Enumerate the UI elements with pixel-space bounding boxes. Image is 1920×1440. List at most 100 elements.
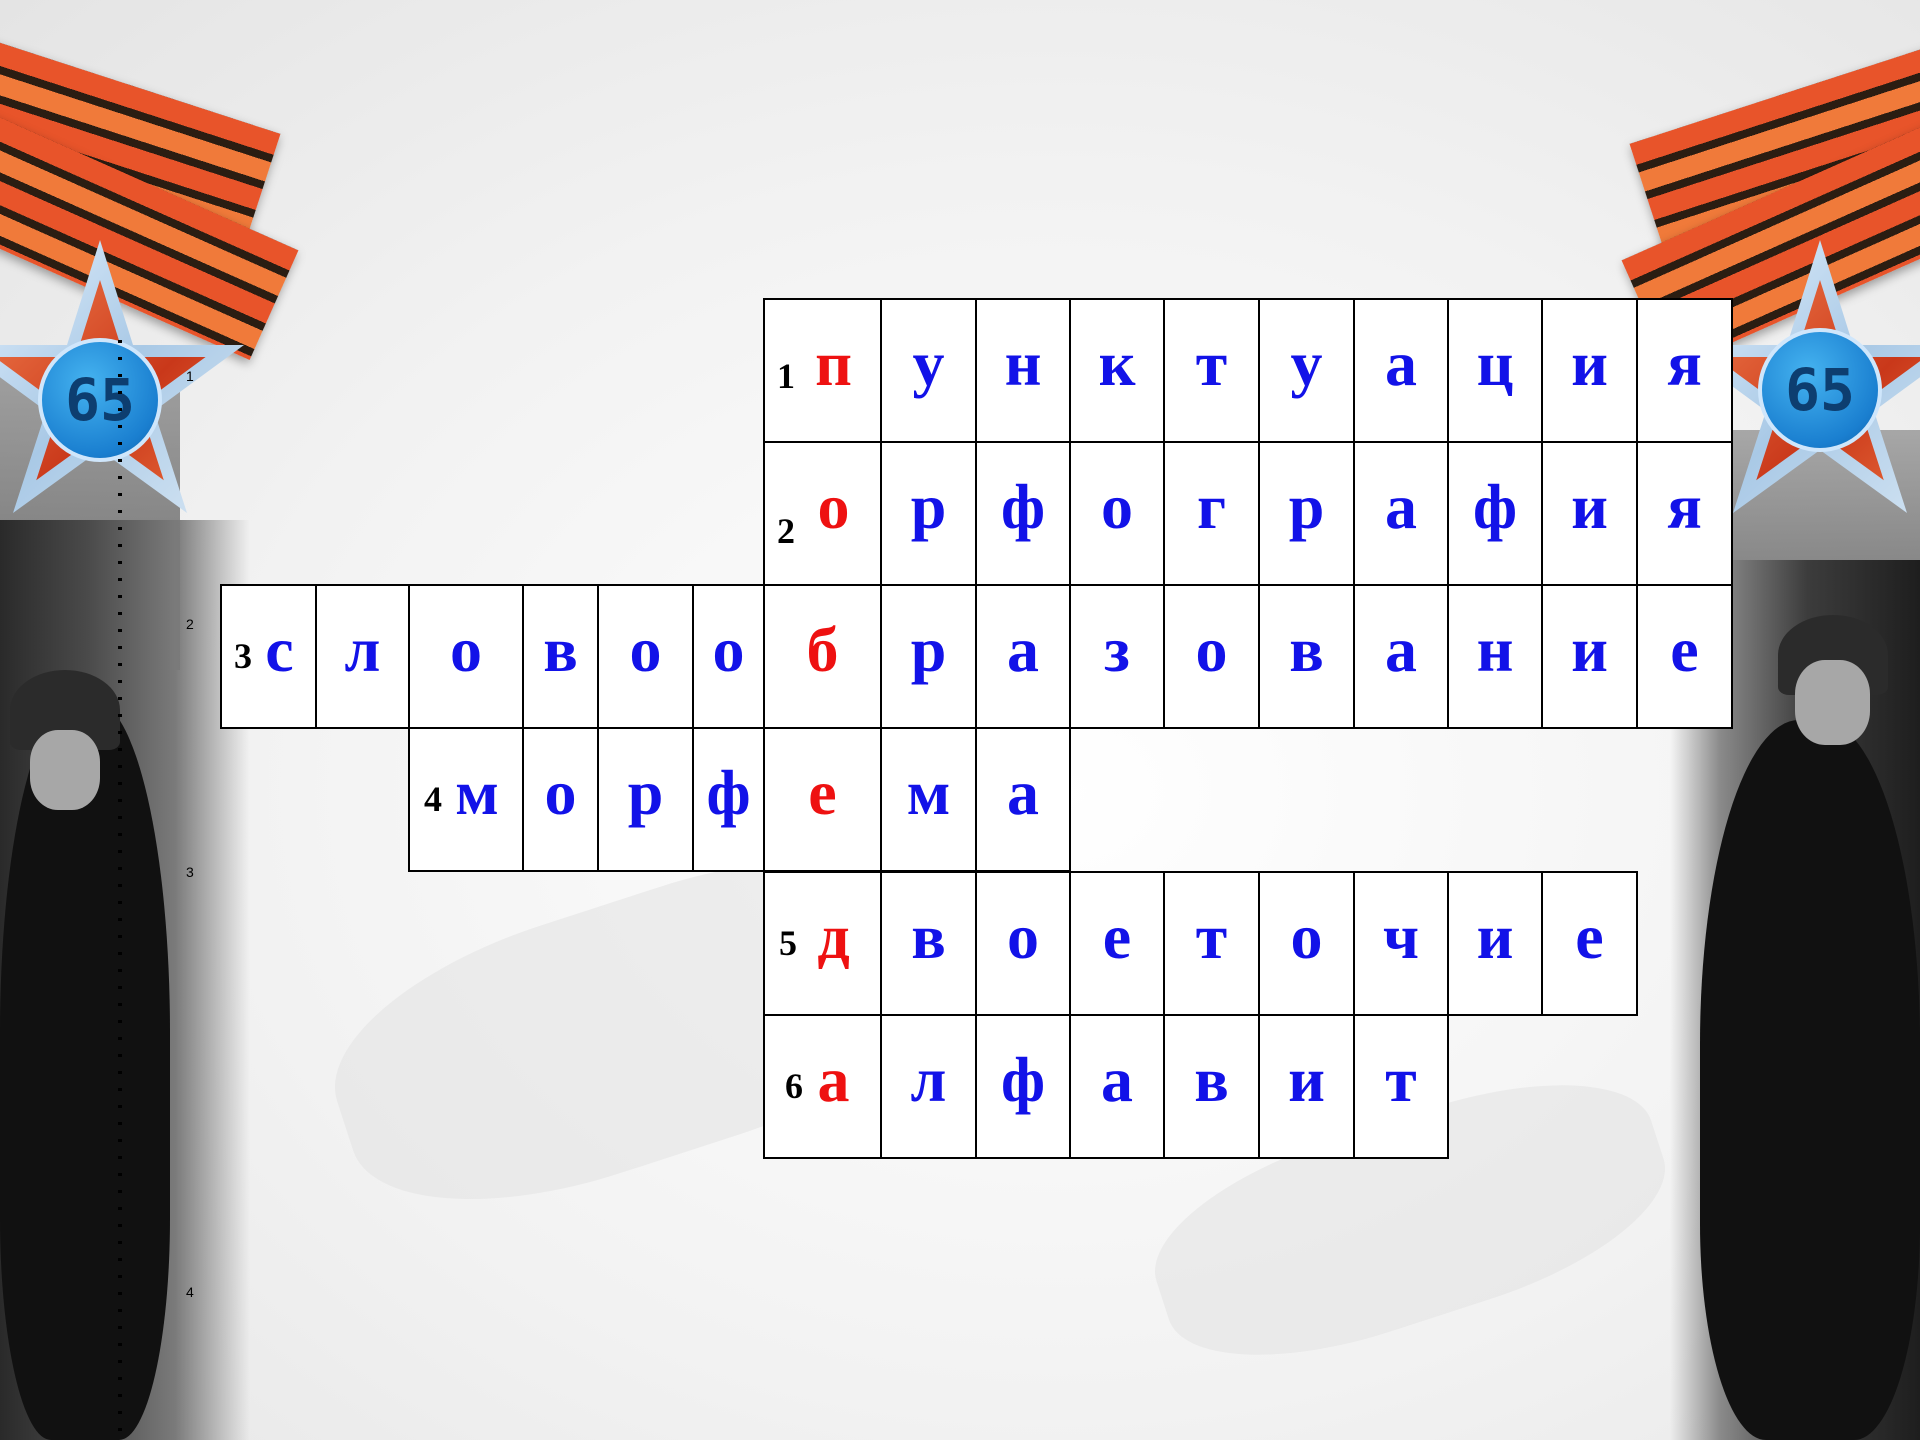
crossword-cell: к xyxy=(1069,298,1165,443)
crossword-letter: а xyxy=(1007,618,1039,696)
crossword-cell: т xyxy=(1163,871,1260,1016)
crossword-cell: а xyxy=(1353,441,1449,586)
crossword-cell: о2 xyxy=(763,441,882,586)
crossword-cell: в xyxy=(1258,584,1355,729)
crossword-cell: у xyxy=(880,298,977,443)
crossword-letter: т xyxy=(1196,905,1227,983)
crossword-letter: ц xyxy=(1477,332,1514,410)
crossword-cell: ф xyxy=(692,727,765,872)
crossword-row-number: 5 xyxy=(779,925,797,961)
crossword-letter: л xyxy=(345,618,381,696)
crossword-cell: о xyxy=(975,871,1071,1016)
crossword-letter: ф xyxy=(1001,1048,1045,1126)
crossword-letter: ч xyxy=(1383,905,1419,983)
crossword-letter: а xyxy=(1385,618,1417,696)
crossword-cell: и xyxy=(1541,298,1638,443)
crossword-cell: я xyxy=(1636,441,1733,586)
crossword-cell: а xyxy=(1353,298,1449,443)
crossword-row-number: 1 xyxy=(777,358,795,394)
crossword-letter: р xyxy=(628,761,664,839)
crossword-letter: о xyxy=(630,618,662,696)
crossword-letter: я xyxy=(1667,475,1702,553)
crossword-letter: о xyxy=(713,618,745,696)
crossword-cell: и xyxy=(1447,871,1543,1016)
crossword-letter: т xyxy=(1196,332,1227,410)
crossword-cell: а xyxy=(975,727,1071,872)
crossword-cell: в xyxy=(1163,1014,1260,1159)
crossword-cell: е xyxy=(1541,871,1638,1016)
crossword-letter: н xyxy=(1477,618,1514,696)
crossword-key-letter: п xyxy=(815,332,852,410)
crossword-letter: р xyxy=(1289,475,1325,553)
crossword-letter: о xyxy=(1196,618,1228,696)
crossword-cell: е xyxy=(1636,584,1733,729)
crossword-letter: и xyxy=(1571,475,1608,553)
outline-tick: 3 xyxy=(186,864,194,880)
crossword-letter: с xyxy=(265,618,293,696)
crossword-letter: и xyxy=(1571,332,1608,410)
crossword-cell: и xyxy=(1541,441,1638,586)
crossword-letter: у xyxy=(1291,332,1323,410)
crossword-letter: р xyxy=(911,475,947,553)
crossword-key-letter: а xyxy=(818,1048,850,1126)
crossword-cell: ф xyxy=(975,441,1071,586)
crossword-cell: м xyxy=(880,727,977,872)
crossword-letter: о xyxy=(1007,905,1039,983)
crossword-letter: в xyxy=(543,618,578,696)
crossword-cell: е xyxy=(763,727,882,872)
crossword-cell: о xyxy=(522,727,599,872)
crossword-key-letter: е xyxy=(808,761,836,839)
crossword-cell: г xyxy=(1163,441,1260,586)
crossword-key-letter: д xyxy=(817,905,849,983)
crossword-letter: о xyxy=(545,761,577,839)
crossword-cell: з xyxy=(1069,584,1165,729)
crossword-letter: н xyxy=(1005,332,1042,410)
outline-dotted-line xyxy=(118,340,122,1440)
crossword-cell: у xyxy=(1258,298,1355,443)
crossword-cell: т xyxy=(1353,1014,1449,1159)
crossword-letter: а xyxy=(1007,761,1039,839)
crossword-key-letter: б xyxy=(807,618,839,696)
crossword-cell: о xyxy=(597,584,694,729)
crossword-cell: ф xyxy=(975,1014,1071,1159)
crossword-cell: л xyxy=(315,584,410,729)
crossword-letter: ф xyxy=(706,761,750,839)
left-soldier-figure xyxy=(0,700,170,1440)
star-number: 65 xyxy=(38,338,162,462)
crossword-cell: ч xyxy=(1353,871,1449,1016)
crossword-cell: а xyxy=(975,584,1071,729)
crossword-cell: р xyxy=(597,727,694,872)
crossword-cell: о xyxy=(1258,871,1355,1016)
crossword-letter: т xyxy=(1385,1048,1416,1126)
crossword-letter: м xyxy=(455,761,499,839)
crossword-letter: я xyxy=(1667,332,1702,410)
crossword-letter: е xyxy=(1103,905,1131,983)
crossword-cell: о xyxy=(692,584,765,729)
right-soldier-figure xyxy=(1700,720,1920,1440)
crossword-letter: з xyxy=(1104,618,1130,696)
outline-tick: 1 xyxy=(186,368,194,384)
crossword-letter: г xyxy=(1197,475,1226,553)
crossword-letter: л xyxy=(911,1048,947,1126)
crossword-letter: е xyxy=(1670,618,1698,696)
crossword-letter: е xyxy=(1575,905,1603,983)
crossword-letter: р xyxy=(911,618,947,696)
crossword-cell: и xyxy=(1541,584,1638,729)
crossword-letter: а xyxy=(1385,475,1417,553)
crossword-cell: н xyxy=(975,298,1071,443)
left-soldier-face xyxy=(30,730,100,810)
crossword-letter: а xyxy=(1101,1048,1133,1126)
crossword-cell: о xyxy=(1163,584,1260,729)
crossword-cell: т xyxy=(1163,298,1260,443)
crossword-cell: ф xyxy=(1447,441,1543,586)
crossword-cell: р xyxy=(1258,441,1355,586)
left-star-badge: 65 xyxy=(0,240,250,540)
crossword-letter: ф xyxy=(1001,475,1045,553)
crossword-letter: а xyxy=(1385,332,1417,410)
crossword-cell: н xyxy=(1447,584,1543,729)
